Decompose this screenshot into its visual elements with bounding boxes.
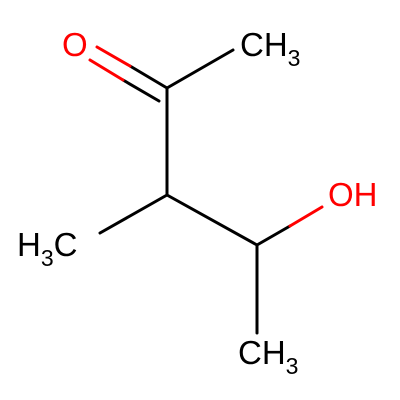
bond-carbonyl-to-methyl-top	[165, 48, 235, 90]
atom-labels: O CH3 H3C OH CH3	[17, 26, 378, 379]
bonds	[88, 45, 324, 335]
methyl-top-main: CH	[240, 26, 288, 63]
methyl-left-subscript: 3	[41, 245, 54, 271]
carbonyl-double-bond	[88, 45, 169, 103]
methyl-left-prefix: H	[17, 226, 41, 263]
methyl-bottom-main: CH	[238, 334, 286, 371]
bond-center-to-methyl-left	[98, 193, 169, 235]
methyl-top-label: CH3	[240, 26, 300, 71]
methyl-left-label: H3C	[17, 226, 77, 271]
oxygen-carbonyl-label: O	[62, 26, 88, 63]
methyl-bottom-subscript: 3	[286, 353, 299, 379]
bond-carbinol-to-hydroxyl	[255, 205, 324, 247]
hydroxyl-label: OH	[328, 176, 378, 213]
methyl-top-subscript: 3	[288, 45, 301, 71]
bond-center-to-carbinol	[165, 193, 259, 247]
methyl-left-main: C	[54, 226, 78, 263]
methyl-bottom-label: CH3	[238, 334, 298, 379]
